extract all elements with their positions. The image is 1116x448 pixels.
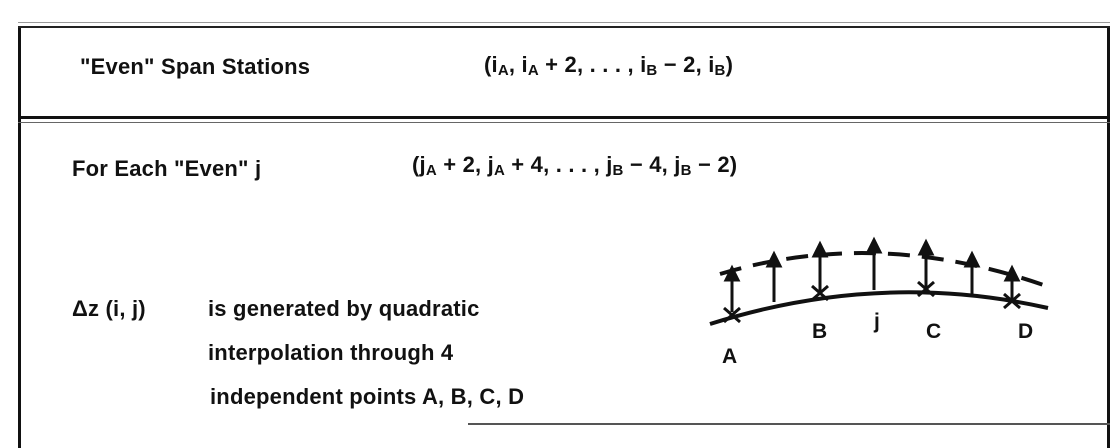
delta-z-symbol: Δz (i, j) [72,296,146,321]
point-label-d: D [1018,320,1034,343]
header-title: "Even" Span Stations [80,54,311,79]
description-line-2: interpolation through 4 [208,340,454,365]
loop-sequence: (jA + 2, jA + 4, . . . , jB − 4, jB − 2) [412,152,738,179]
point-label-a: A [722,345,738,368]
header-sequence: (iA, iA + 2, . . . , iB − 2, iB) [484,52,734,79]
point-label-b: B [812,320,828,343]
top-rule-faint [18,22,1110,23]
bottom-rule-partial [468,423,1110,425]
description-line-1: is generated by quadratic [208,296,480,321]
point-label-j: j [874,310,880,333]
interpolation-diagram [709,236,1053,326]
row-divider [18,116,1110,119]
description-line-3: independent points A, B, C, D [210,384,525,409]
top-rule [18,26,1110,28]
row-divider-faint [18,122,1110,123]
loop-label: For Each "Even" j [72,156,262,181]
table-frame [18,28,1110,448]
point-label-c: C [926,320,942,343]
